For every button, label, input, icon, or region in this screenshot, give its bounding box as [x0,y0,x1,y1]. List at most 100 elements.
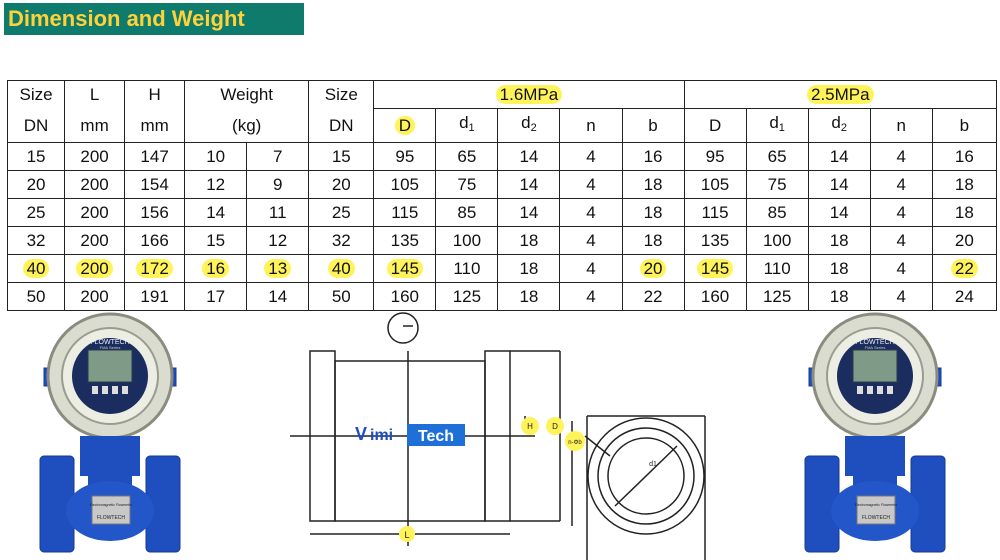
cell-value: 20 [954,231,974,250]
header-col-2: d2 [497,108,561,143]
table-cell: 40 [308,254,375,283]
header-col-subscript: 1 [778,122,785,134]
label-d1: d1 [649,461,657,468]
cell-value: 22 [643,287,663,306]
header-weight-unit: (kg) [184,108,310,143]
cell-value: 18 [829,259,849,278]
table-cell: 11 [246,198,310,227]
meter-series-text-right: FMA Series [865,345,886,350]
table-cell: 145 [373,254,437,283]
cell-value: 85 [457,203,477,222]
header-col-7: d2 [807,108,871,143]
table-cell: 145 [683,254,747,283]
cell-value: 125 [452,287,482,306]
cell-value: 4 [586,175,596,194]
header-col-subscript: 2 [530,122,537,134]
header-col-label: D [394,116,415,135]
watermark-v-icon: V [355,424,367,444]
table-cell: 14 [184,198,248,227]
cell-value: 25 [331,203,351,222]
table-cell: 25 [6,198,66,227]
cell-value: 75 [457,175,477,194]
table-cell: 20 [621,254,685,283]
table-cell: 110 [435,254,499,283]
table-cell: 32 [6,226,66,255]
table-cell: 200 [64,142,126,171]
header-size-2: Size [308,80,375,109]
cell-value: 100 [452,231,482,250]
cell-value: 18 [643,231,663,250]
cell-value: 156 [140,203,169,222]
table-cell: 18 [621,170,685,199]
table-cell: 4 [869,282,933,311]
table-cell: 85 [435,198,499,227]
watermark-logo: V imi Tech [355,424,465,446]
header-weight: Weight [184,80,310,109]
cell-value: 135 [700,231,730,250]
table-cell: 147 [124,142,186,171]
cell-value: 4 [586,259,596,278]
table-cell: 100 [745,226,809,255]
table-cell: 24 [931,282,998,311]
table-cell: 156 [124,198,186,227]
table-cell: 14 [807,142,871,171]
cell-value: 16 [202,259,230,278]
cell-value: 160 [700,287,730,306]
cell-value: 11 [268,203,287,222]
table-cell: 18 [931,170,998,199]
table-cell: 65 [745,142,809,171]
cell-value: 22 [950,259,978,278]
table-cell: 200 [64,254,126,283]
table-cell: 105 [373,170,437,199]
table-cell: 12 [184,170,248,199]
cell-value: 200 [80,175,109,194]
header-col-label: n [896,116,906,135]
table-cell: 17 [184,282,248,311]
table-cell: 18 [621,226,685,255]
table-cell: 75 [435,170,499,199]
table-cell: 14 [497,170,561,199]
table-cell: 4 [559,226,623,255]
header-col-label: d [521,113,531,132]
table-cell: 18 [807,254,871,283]
table-cell: 4 [869,226,933,255]
cell-value: 4 [896,259,906,278]
table-cell: 32 [308,226,375,255]
table-cell: 135 [373,226,437,255]
table-cell: 18 [807,226,871,255]
meter-brand-text: FLOWTECH [90,339,129,346]
cell-value: 4 [896,147,906,166]
label-d: D [552,422,558,431]
table-cell: 4 [869,198,933,227]
header-l: L [64,80,126,109]
cell-value: 4 [586,231,596,250]
table-cell: 7 [246,142,310,171]
cell-value: 18 [829,287,849,306]
cell-value: 154 [140,175,169,194]
table-cell: 18 [497,282,561,311]
table-cell: 22 [621,282,685,311]
cell-value: 50 [26,287,46,306]
cell-value: 191 [140,287,169,306]
cell-value: 18 [643,175,663,194]
table-cell: 110 [745,254,809,283]
table-cell: 135 [683,226,747,255]
cell-value: 115 [701,203,729,222]
dimension-table: Size L H Weight Size 1.6MPa 2.5MPa DN mm… [6,80,998,311]
cell-value: 10 [206,147,226,166]
header-pressure-2-5: 2.5MPa [683,80,998,109]
cell-value: 15 [206,231,226,250]
cell-value: 16 [954,147,974,166]
header-col-label: n [586,116,596,135]
cell-value: 200 [80,203,109,222]
header-col-8: n [869,108,933,143]
cell-value: 200 [80,287,109,306]
cell-value: 16 [643,147,663,166]
cell-value: 75 [767,175,787,194]
table-cell: 172 [124,254,186,283]
cell-value: 40 [327,259,355,278]
header-col-0: D [373,108,437,143]
table-cell: 4 [869,254,933,283]
table-cell: 20 [6,170,66,199]
